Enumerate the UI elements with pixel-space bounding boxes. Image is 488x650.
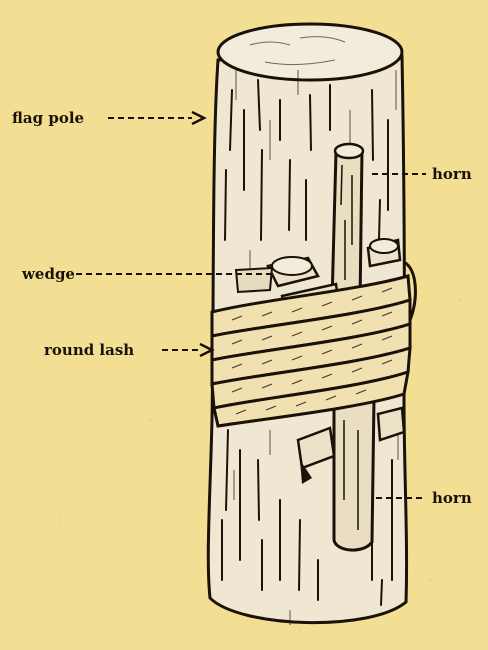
label-round-lash: round lash bbox=[44, 341, 212, 359]
label-flag-pole: flag pole bbox=[12, 109, 204, 127]
flag-pole-label: flag pole bbox=[12, 109, 84, 127]
wedge-label: wedge bbox=[21, 265, 75, 283]
horn-top-label: horn bbox=[432, 165, 472, 183]
bottom-horn bbox=[334, 398, 374, 550]
horn-bottom-label: horn bbox=[432, 489, 472, 507]
top-horn bbox=[332, 144, 363, 304]
round-lash-label: round lash bbox=[44, 341, 134, 359]
